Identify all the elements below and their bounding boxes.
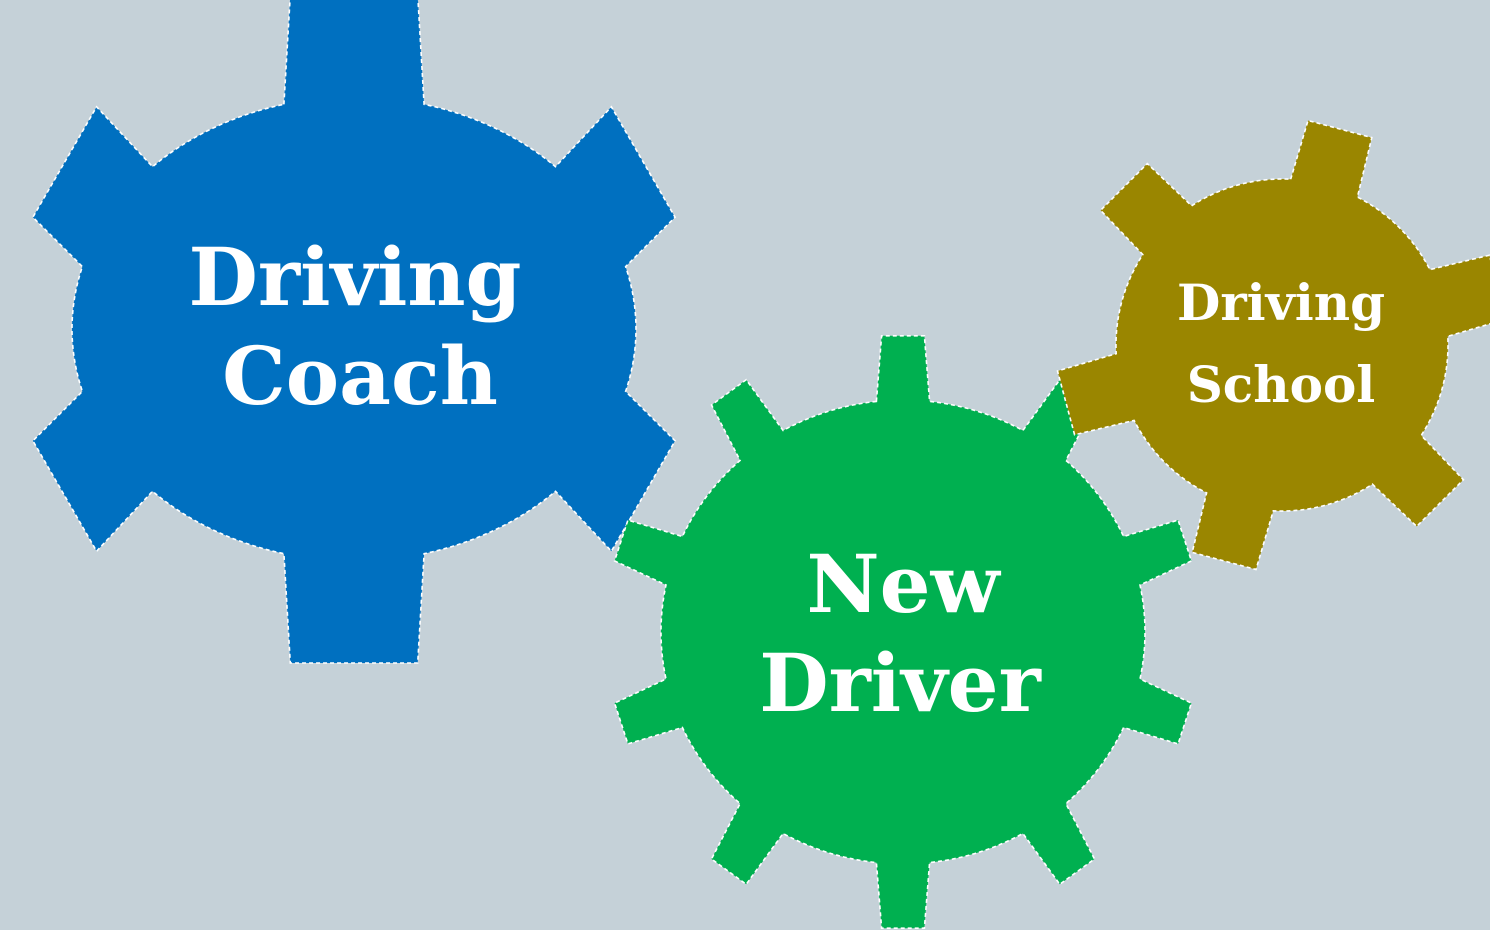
gear-driving-coach-label-line-1: Driving bbox=[189, 230, 522, 324]
gear-driving-school-label-line-2: School bbox=[1187, 355, 1376, 414]
gear-new-driver: New Driver bbox=[613, 335, 1193, 929]
gear-new-driver-label-line-1: New bbox=[807, 537, 1002, 631]
gear-driving-coach-shape bbox=[31, 0, 677, 664]
gear-new-driver-label-line-2: Driver bbox=[759, 636, 1041, 730]
gear-driving-school-shape bbox=[1056, 119, 1490, 571]
gear-new-driver-shape bbox=[613, 335, 1193, 929]
gear-driving-school: Driving School bbox=[1056, 119, 1490, 571]
gear-driving-school-label-line-1: Driving bbox=[1177, 273, 1385, 332]
gear-driving-coach-label-line-2: Coach bbox=[222, 329, 498, 423]
gear-driving-coach: Driving Coach bbox=[31, 0, 677, 664]
